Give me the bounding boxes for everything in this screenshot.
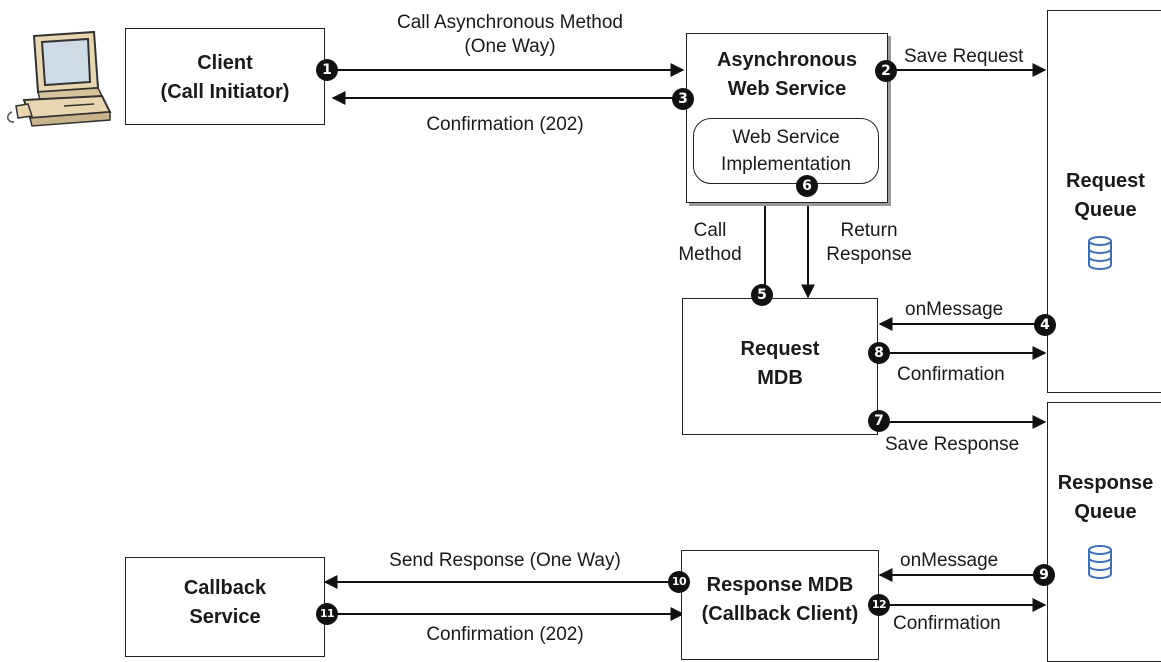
label-call-async-line-1: Call Asynchronous Method	[396, 12, 623, 33]
label-call-async: Call Asynchronous Method (One Way)	[350, 11, 670, 59]
step-badge-12: 12	[868, 594, 890, 616]
response-queue-box: Response Queue	[1047, 402, 1161, 662]
response-mdb-title: Response MDB (Callback Client)	[682, 571, 878, 629]
step-badge-2: 2	[875, 60, 897, 82]
label-send-response: Send Response (One Way)	[389, 550, 621, 571]
label-confirmation-202-bottom: Confirmation (202)	[426, 624, 584, 645]
database-icon	[1088, 545, 1112, 579]
request-mdb-title-line-2: MDB	[757, 367, 803, 389]
step-badge-10: 10	[668, 571, 690, 593]
computer-icon	[7, 30, 112, 127]
callback-service-title-line-2: Service	[189, 606, 261, 628]
client-box: Client (Call Initiator)	[125, 28, 325, 125]
impl-line-1: Web Service	[732, 127, 840, 148]
async-ws-title-line-1: Asynchronous	[716, 49, 858, 71]
request-mdb-title-line-1: Request	[740, 338, 820, 360]
step-badge-9: 9	[1033, 564, 1055, 586]
label-call-async-line-2: (One Way)	[464, 36, 556, 57]
response-queue-title-line-1: Response	[1057, 472, 1154, 494]
label-return-response-line-2: Response	[826, 244, 912, 265]
label-save-request: Save Request	[904, 46, 1024, 67]
request-mdb-box: Request MDB	[682, 298, 878, 435]
label-confirmation-1: Confirmation	[897, 364, 1005, 385]
request-queue-title-line-2: Queue	[1074, 199, 1137, 221]
label-on-message-1: onMessage	[905, 299, 1004, 320]
request-queue-title: Request Queue	[1048, 167, 1161, 225]
async-ws-title-line-2: Web Service	[727, 78, 847, 100]
client-title: Client (Call Initiator)	[126, 49, 324, 107]
label-on-message-2: onMessage	[900, 550, 999, 571]
label-confirmation-2: Confirmation	[893, 613, 1001, 634]
step-badge-5: 5	[751, 284, 773, 306]
client-title-line-2: (Call Initiator)	[160, 81, 290, 103]
label-call-method: Call Method	[660, 219, 760, 267]
response-mdb-title-line-1: Response MDB	[706, 574, 854, 596]
step-badge-4: 4	[1034, 314, 1056, 336]
step-badge-6: 6	[796, 175, 818, 197]
client-title-line-1: Client	[197, 52, 253, 74]
label-call-method-line-1: Call	[693, 220, 727, 241]
database-icon	[1088, 236, 1112, 270]
response-mdb-box: Response MDB (Callback Client)	[681, 550, 879, 660]
label-confirmation-202-top: Confirmation (202)	[426, 114, 584, 135]
response-queue-title: Response Queue	[1048, 469, 1161, 527]
label-call-method-line-2: Method	[678, 244, 742, 265]
step-badge-8: 8	[868, 342, 890, 364]
web-service-implementation-box: Web Service Implementation	[693, 118, 879, 184]
step-badge-3: 3	[672, 88, 694, 110]
callback-service-title: Callback Service	[126, 574, 324, 632]
request-queue-title-line-1: Request	[1066, 170, 1145, 192]
response-mdb-title-line-2: (Callback Client)	[701, 603, 859, 625]
label-save-response: Save Response	[885, 434, 1020, 455]
label-return-response-line-1: Return	[840, 220, 898, 241]
label-return-response: Return Response	[814, 219, 924, 267]
request-queue-box: Request Queue	[1047, 10, 1161, 393]
step-badge-7: 7	[868, 410, 890, 432]
impl-line-2: Implementation	[721, 154, 851, 175]
async-web-service-title: Asynchronous Web Service	[687, 46, 887, 104]
response-queue-title-line-2: Queue	[1074, 501, 1137, 523]
callback-service-title-line-1: Callback	[183, 577, 267, 599]
step-badge-11: 11	[316, 603, 338, 625]
step-badge-1: 1	[316, 59, 338, 81]
request-mdb-title: Request MDB	[683, 335, 877, 393]
callback-service-box: Callback Service	[125, 557, 325, 657]
